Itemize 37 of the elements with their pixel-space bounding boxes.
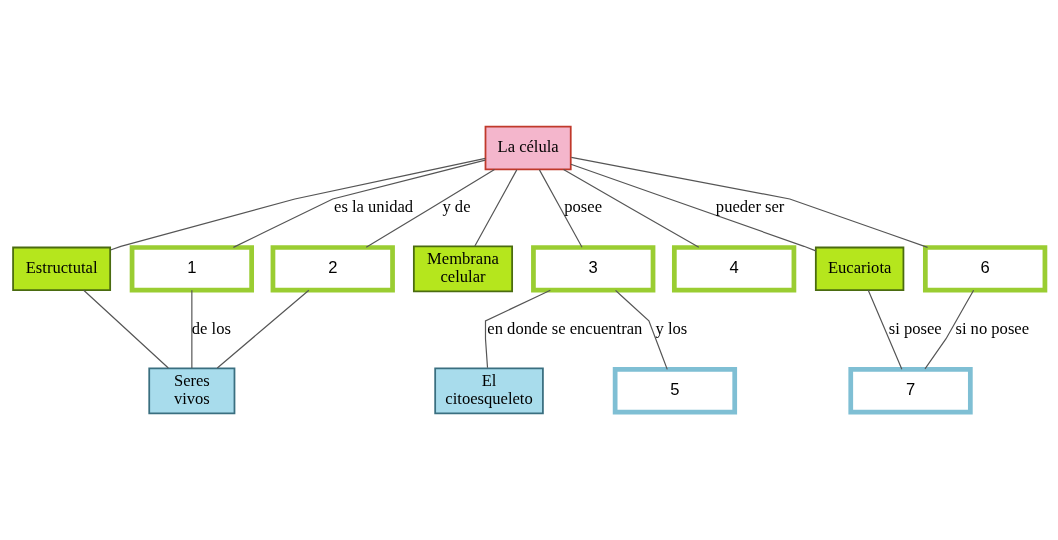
connector [867,289,903,370]
node-box: 7 [848,367,973,415]
connector [614,289,668,370]
node-box: 2 [270,245,395,293]
node-box: 4 [671,245,797,293]
node-box: Eucariota [814,246,905,291]
connector [570,156,929,248]
connector [109,157,486,251]
node-box: Seres vivos [148,367,236,415]
connector [83,289,169,369]
edge-label: si no posee [955,319,1030,339]
connector [365,169,496,248]
edge-label: en donde se encuentran [487,319,643,339]
edge-label: y de [442,197,471,217]
node-box: 1 [129,245,254,293]
connector [562,169,700,248]
node-box: La célula [484,125,572,171]
connector [924,289,975,370]
connector [232,159,486,248]
edge-label: si posee [888,319,942,339]
node-box: Membrana celular [412,245,513,293]
node-box: El citoesqueleto [434,367,544,415]
edge-label: posee [564,197,603,217]
connector [474,169,518,247]
edge-label: es la unidad [334,197,414,217]
edge-label: y los [655,319,688,339]
edge-label: de los [191,319,231,339]
node-box: 6 [922,245,1048,293]
connector [570,163,817,252]
node-box: 5 [612,367,738,415]
connector [538,169,583,248]
node-box: Estructutal [12,246,112,291]
connector [484,289,551,369]
edge-label: pueder ser [715,197,785,217]
connector [191,289,193,369]
connector [216,289,310,369]
node-box: 3 [531,245,656,293]
